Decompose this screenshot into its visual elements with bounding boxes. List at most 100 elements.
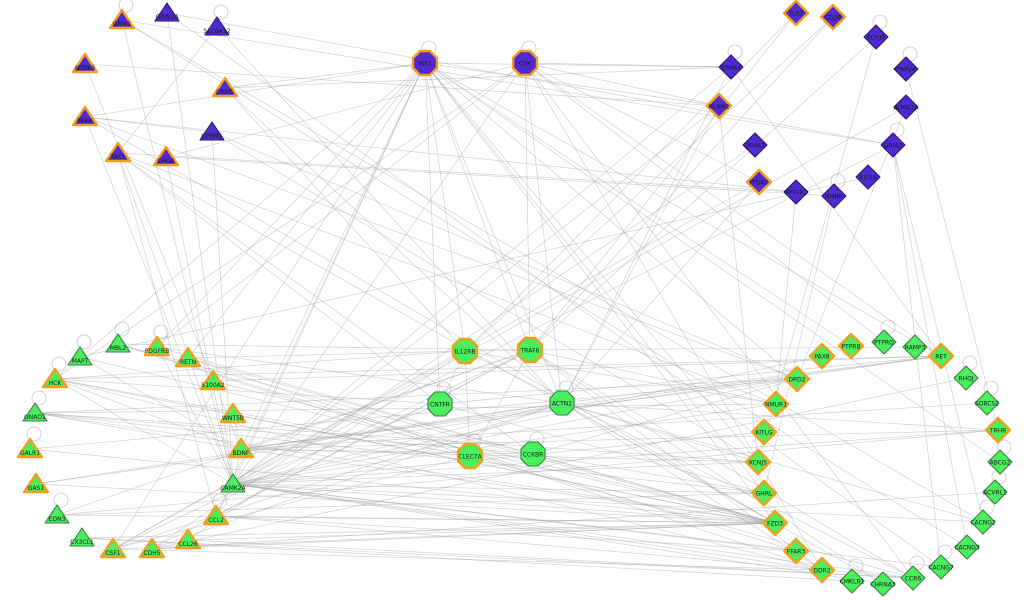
node-shape-tri[interactable] xyxy=(41,367,69,389)
node-NMUR1[interactable]: NMUR1 xyxy=(762,390,790,418)
node-SLC6A12[interactable]: SLC6A12 xyxy=(204,16,231,36)
node-shape-tri[interactable] xyxy=(138,537,166,559)
node-TRHR[interactable]: TRHR xyxy=(984,416,1012,444)
node-shape-tri[interactable] xyxy=(99,537,127,559)
node-shape-dia[interactable] xyxy=(782,0,810,27)
node-CCR6[interactable]: CCR6 xyxy=(900,565,926,591)
node-KCNJ5[interactable]: KCNJ5 xyxy=(744,448,772,476)
node-shape-dia[interactable] xyxy=(705,92,733,120)
node-shape-tri[interactable] xyxy=(154,2,180,22)
node-shape-tri[interactable] xyxy=(211,76,239,98)
node-shape-dia[interactable] xyxy=(893,56,919,82)
node-shape-tri[interactable] xyxy=(104,141,132,163)
node-shape-tri[interactable] xyxy=(69,527,95,547)
node-KCNJ9[interactable]: KCNJ9 xyxy=(863,24,889,50)
node-PTPRO[interactable]: PTPRO xyxy=(871,329,897,355)
node-KIF5A[interactable]: KIF5A xyxy=(855,164,881,190)
node-shape-tri[interactable] xyxy=(152,145,180,167)
node-CLEC7A[interactable]: CLEC7A xyxy=(456,442,484,470)
node-shape-dia[interactable] xyxy=(808,342,836,370)
node-shape-tri[interactable] xyxy=(174,528,202,550)
node-CHRNA3[interactable]: CHRNA3 xyxy=(870,571,896,597)
node-EPHA4[interactable]: EPHA4 xyxy=(718,54,744,80)
node-shape-oct[interactable] xyxy=(549,390,575,416)
node-shape-dia[interactable] xyxy=(970,509,996,535)
node-shape-dia[interactable] xyxy=(902,334,928,360)
node-IRS1[interactable]: IRS1 xyxy=(411,49,439,77)
node-shape-tri[interactable] xyxy=(44,504,70,524)
node-TRAF6[interactable]: TRAF6 xyxy=(516,336,544,364)
node-shape-oct[interactable] xyxy=(520,441,546,467)
node-shape-oct[interactable] xyxy=(451,337,479,365)
node-shape-dia[interactable] xyxy=(987,449,1013,475)
node-KCNH2[interactable]: KCNH2 xyxy=(705,92,733,120)
node-CSK[interactable]: CSK xyxy=(511,49,539,77)
node-ABCG2[interactable]: ABCG2 xyxy=(987,449,1013,475)
node-shape-dia[interactable] xyxy=(821,183,847,209)
node-RAMP3[interactable]: RAMP3 xyxy=(902,334,928,360)
node-shape-dia[interactable] xyxy=(745,168,773,196)
node-shape-dia[interactable] xyxy=(974,390,1000,416)
node-NMBR[interactable]: NMBR xyxy=(821,183,847,209)
node-shape-oct[interactable] xyxy=(411,49,439,77)
node-shape-dia[interactable] xyxy=(837,332,865,360)
node-shape-tri[interactable] xyxy=(220,473,246,493)
node-shape-tri[interactable] xyxy=(67,346,93,366)
node-CACNG7[interactable]: CACNG7 xyxy=(928,554,954,580)
node-shape-dia[interactable] xyxy=(855,164,881,190)
node-shape-dia[interactable] xyxy=(928,554,954,580)
node-TAC1[interactable]: TAC1 xyxy=(104,141,132,163)
node-CMKLR1[interactable]: CMKLR1 xyxy=(839,568,865,594)
node-shape-tri[interactable] xyxy=(202,504,230,526)
node-GRIA1[interactable]: GRIA1 xyxy=(108,8,136,30)
node-shape-dia[interactable] xyxy=(750,418,778,446)
node-shape-dia[interactable] xyxy=(783,179,809,205)
node-shape-dia[interactable] xyxy=(870,571,896,597)
node-FZD3[interactable]: FZD3 xyxy=(761,509,789,537)
node-RET[interactable]: RET xyxy=(927,342,955,370)
node-shape-oct[interactable] xyxy=(456,442,484,470)
node-FFAR3[interactable]: FFAR3 xyxy=(782,537,810,565)
node-shape-tri[interactable] xyxy=(71,52,99,74)
node-shape-dia[interactable] xyxy=(900,565,926,591)
node-ACTN2[interactable]: ACTN2 xyxy=(549,390,575,416)
node-shape-tri[interactable] xyxy=(108,8,136,30)
node-shape-tri[interactable] xyxy=(22,402,48,422)
node-shape-dia[interactable] xyxy=(954,534,980,560)
node-CD38[interactable]: CD38 xyxy=(819,3,847,31)
node-shape-tri[interactable] xyxy=(22,472,50,494)
node-shape-dia[interactable] xyxy=(839,568,865,594)
node-GNAO1[interactable]: GNAO1 xyxy=(22,402,48,422)
node-GRIA3[interactable]: GRIA3 xyxy=(880,132,906,158)
node-shape-dia[interactable] xyxy=(761,509,789,537)
node-shape-oct[interactable] xyxy=(511,49,539,77)
node-CACNG3[interactable]: CACNG3 xyxy=(954,534,980,560)
node-ADRA1A[interactable]: ADRA1A xyxy=(893,94,920,120)
node-shape-dia[interactable] xyxy=(880,132,906,158)
node-shape-tri[interactable] xyxy=(174,346,202,368)
node-NPFFR2[interactable]: NPFFR2 xyxy=(783,179,809,205)
node-NTRK3[interactable]: NTRK3 xyxy=(71,52,99,74)
node-IL12RB[interactable]: IL12RB xyxy=(451,337,479,365)
node-DDR2[interactable]: DDR2 xyxy=(808,556,836,584)
node-shape-tri[interactable] xyxy=(204,16,230,36)
node-CX3CL1[interactable]: CX3CL1 xyxy=(69,527,95,547)
node-shape-dia[interactable] xyxy=(808,556,836,584)
node-EPHA7[interactable]: EPHA7 xyxy=(742,132,768,158)
node-shape-tri[interactable] xyxy=(219,402,247,424)
node-shape-dia[interactable] xyxy=(762,390,790,418)
node-shape-dia[interactable] xyxy=(927,342,955,370)
node-shape-tri[interactable] xyxy=(227,437,255,459)
node-shape-dia[interactable] xyxy=(953,365,979,391)
node-shape-dia[interactable] xyxy=(871,329,897,355)
node-shape-tri[interactable] xyxy=(199,121,225,141)
node-shape-oct[interactable] xyxy=(516,336,544,364)
node-PDGFRB[interactable]: PDGFRB xyxy=(143,335,171,357)
node-shape-dia[interactable] xyxy=(744,448,772,476)
node-shape-dia[interactable] xyxy=(783,365,811,393)
node-shape-dia[interactable] xyxy=(718,54,744,80)
node-shape-dia[interactable] xyxy=(984,416,1012,444)
node-TRPV4[interactable]: TRPV4 xyxy=(893,56,919,82)
node-PTPRB[interactable]: PTPRB xyxy=(837,332,865,360)
